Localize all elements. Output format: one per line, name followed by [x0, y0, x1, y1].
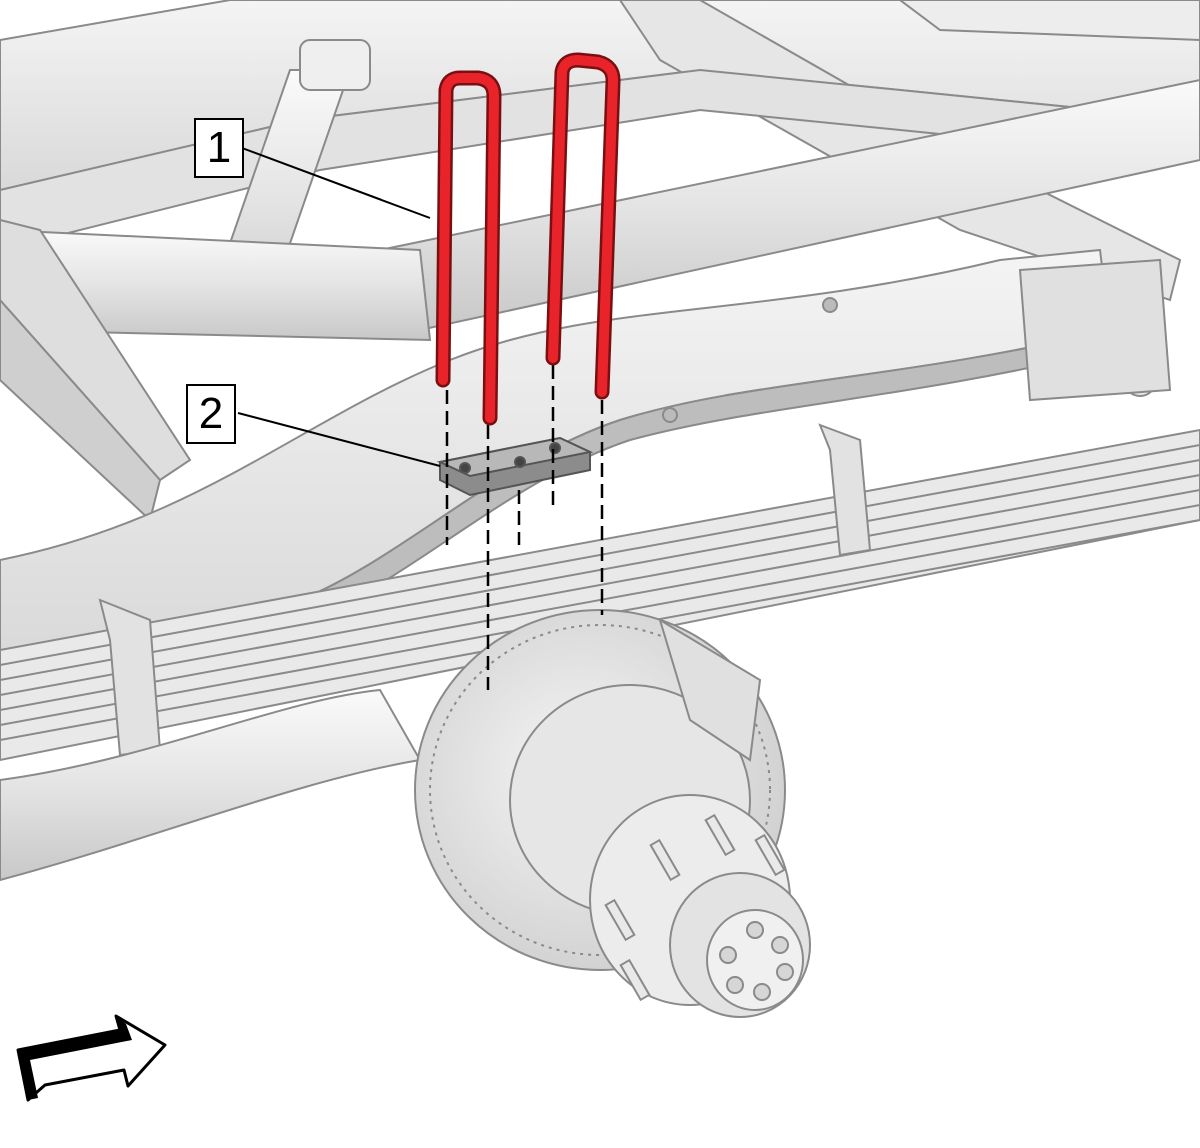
front-direction-arrow-icon	[16, 1014, 167, 1102]
wheel-hub	[589, 794, 811, 1018]
installation-guide-lines	[445, 365, 604, 690]
u-bolt	[435, 52, 621, 426]
left-frame-rail	[0, 218, 192, 522]
callout-2: 2	[186, 384, 236, 444]
leaf-spring	[0, 423, 1200, 762]
callout-leaders	[237, 147, 441, 467]
leader-2	[237, 412, 441, 467]
cross-tube	[0, 78, 1200, 342]
leader-1	[241, 147, 431, 219]
callout-1: 1	[194, 118, 244, 178]
